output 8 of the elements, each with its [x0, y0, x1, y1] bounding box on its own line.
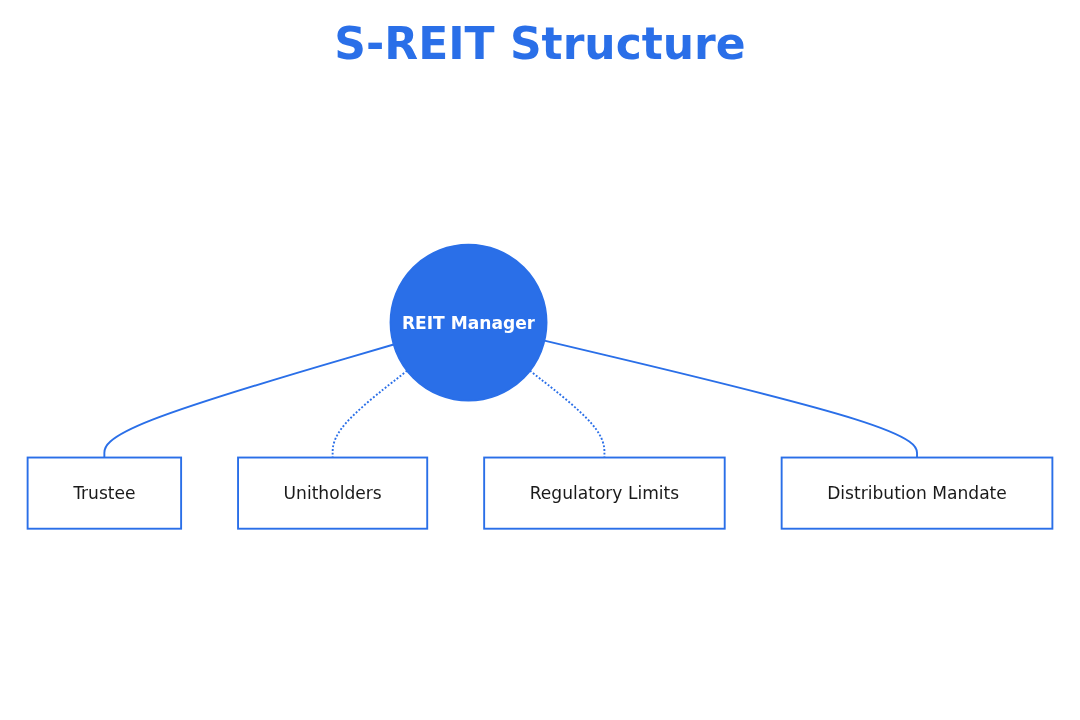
connector [543, 340, 918, 459]
node-box: Trustee [26, 456, 183, 530]
node-box: Unitholders [237, 456, 429, 530]
diagram-title: S-REIT Structure [333, 18, 747, 69]
connector [103, 343, 395, 459]
node-box: Regulatory Limits [483, 456, 726, 530]
node-box: Distribution Mandate [780, 456, 1054, 530]
node-circle: REIT Manager [389, 244, 548, 402]
